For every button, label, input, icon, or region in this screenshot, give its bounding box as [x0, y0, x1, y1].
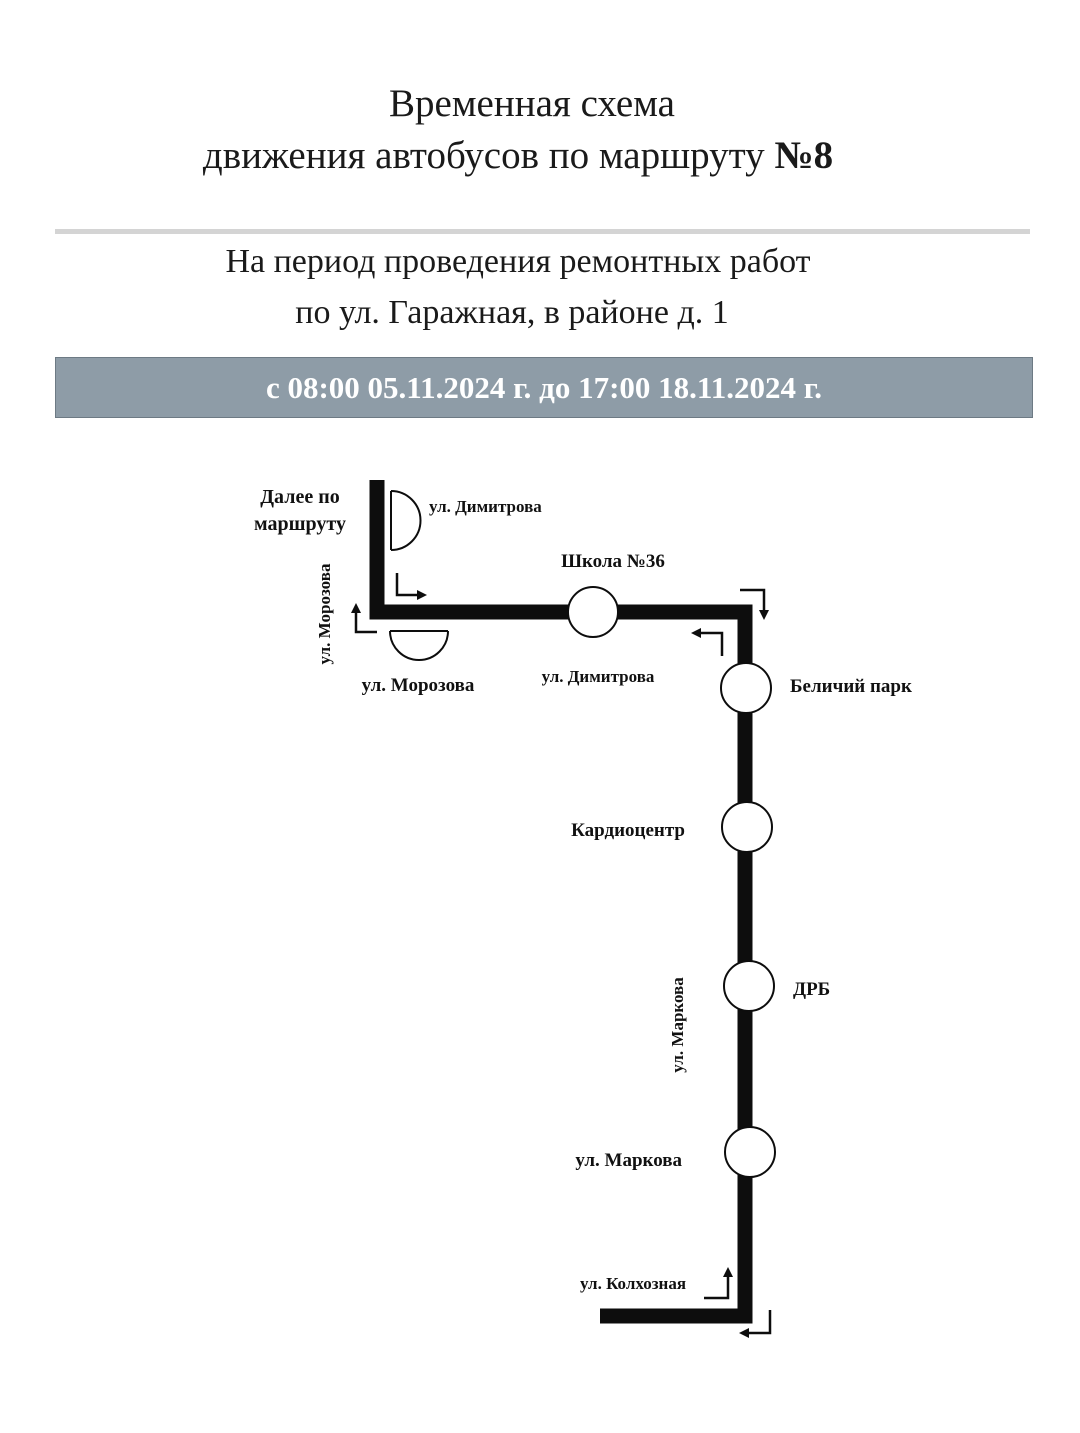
- subtitle-line-1: На период проведения ремонтных работ: [225, 243, 811, 280]
- stop-label-markova: ул. Маркова: [575, 1150, 682, 1171]
- stop-circle-shkola: [567, 586, 619, 638]
- street-dimitrova-top: ул. Димитрова: [429, 497, 542, 516]
- arrow-up-morozova: [351, 603, 377, 634]
- stop-label-drb: ДРБ: [793, 979, 830, 1000]
- subtitle-line-2: по ул. Гаражная, в районе д. 1: [295, 294, 729, 331]
- stop-circle-markova: [724, 1126, 776, 1178]
- divider: [55, 229, 1030, 234]
- stop-label-morozova: ул. Морозова: [362, 675, 475, 696]
- stop-halfcircle-morozova: [389, 630, 449, 661]
- title-line-2: движения автобусов по маршруту №8: [0, 130, 1058, 182]
- stop-label-kardiocentr: Кардиоцентр: [571, 820, 685, 841]
- stop-circle-drb: [723, 960, 775, 1012]
- route-number: №8: [774, 134, 834, 177]
- stop-circle-belichiy-park: [720, 662, 772, 714]
- title-line-2-text: движения автобусов по маршруту: [202, 134, 775, 177]
- street-markova-vertical: ул. Маркова: [668, 977, 687, 1073]
- title-line-1: Временная схема: [389, 82, 675, 125]
- arrow-up-kolkhoznaya: [704, 1267, 733, 1300]
- continue-label-line2: маршруту: [254, 513, 346, 535]
- street-morozova-vertical: ул. Морозова: [315, 563, 334, 664]
- street-kolkhoznaya: ул. Колхозная: [580, 1274, 686, 1293]
- stop-circle-kardiocentr: [721, 801, 773, 853]
- arrow-turn-right-top: [395, 573, 427, 600]
- street-dimitrova-bottom: ул. Димитрова: [542, 667, 655, 686]
- continue-label-line1: Далее по: [260, 486, 339, 508]
- stop-label-shkola: Школа №36: [561, 551, 665, 572]
- stop-halfcircle-dimitrova: [390, 490, 422, 551]
- route-line: [369, 480, 753, 1324]
- stop-label-belichiy-park: Беличий парк: [790, 676, 912, 697]
- arrow-turn-left-dimitrova: [691, 628, 724, 656]
- arrow-turn-left-bottom: [739, 1310, 772, 1338]
- period-banner: с 08:00 05.11.2024 г. до 17:00 18.11.202…: [55, 357, 1033, 418]
- arrow-turn-down-belichiy: [740, 588, 769, 620]
